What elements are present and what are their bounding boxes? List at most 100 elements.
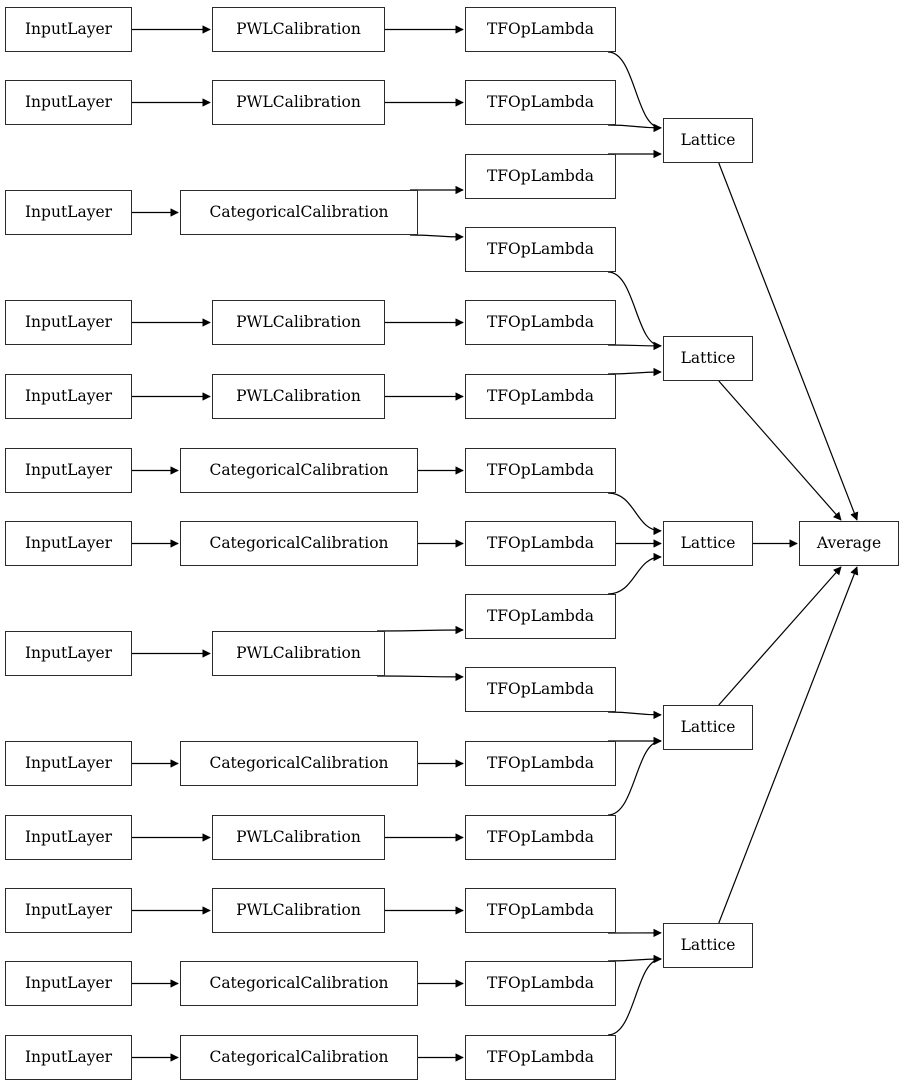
node-label: TFOpLambda <box>486 92 595 111</box>
node-input-layer-in12[interactable]: InputLayer <box>5 961 132 1006</box>
node-label: InputLayer <box>24 827 113 846</box>
node-label: TFOpLambda <box>486 239 595 258</box>
edge-op15-to-lat5 <box>607 954 662 1036</box>
node-label: TFOpLambda <box>486 679 595 698</box>
node-label: InputLayer <box>24 900 113 919</box>
node-input-layer-in8[interactable]: InputLayer <box>5 631 132 676</box>
node-label: CategoricalCalibration <box>209 1047 389 1066</box>
node-categorical-calibration-cal12[interactable]: CategoricalCalibration <box>180 961 418 1006</box>
node-label: TFOpLambda <box>486 1047 595 1066</box>
node-label: Lattice <box>680 717 736 736</box>
node-pwl-calibration-cal11[interactable]: PWLCalibration <box>212 888 385 933</box>
node-tfop-lambda-op3[interactable]: TFOpLambda <box>465 154 616 199</box>
edge-op5-to-lat2 <box>607 341 662 351</box>
node-tfop-lambda-op4[interactable]: TFOpLambda <box>465 227 616 272</box>
node-label: CategoricalCalibration <box>209 973 389 992</box>
node-lattice-lat2[interactable]: Lattice <box>663 336 753 381</box>
edge-op6-to-lat2 <box>607 367 662 377</box>
node-categorical-calibration-cal13[interactable]: CategoricalCalibration <box>180 1035 418 1080</box>
node-pwl-calibration-cal10[interactable]: PWLCalibration <box>212 815 385 860</box>
node-input-layer-in5[interactable]: InputLayer <box>5 374 132 419</box>
node-average-avg[interactable]: Average <box>799 521 899 566</box>
node-input-layer-in11[interactable]: InputLayer <box>5 888 132 933</box>
node-label: PWLCalibration <box>236 312 361 331</box>
node-lattice-lat4[interactable]: Lattice <box>663 705 753 750</box>
node-tfop-lambda-op10[interactable]: TFOpLambda <box>465 667 616 712</box>
node-label: TFOpLambda <box>486 900 595 919</box>
node-label: InputLayer <box>24 753 113 772</box>
edge-lat1-to-avg <box>718 162 859 521</box>
node-label: InputLayer <box>24 533 113 552</box>
node-input-layer-in3[interactable]: InputLayer <box>5 190 132 235</box>
node-label: TFOpLambda <box>486 753 595 772</box>
node-label: InputLayer <box>24 312 113 331</box>
node-label: Lattice <box>680 348 736 367</box>
node-tfop-lambda-op6[interactable]: TFOpLambda <box>465 374 616 419</box>
node-input-layer-in7[interactable]: InputLayer <box>5 521 132 566</box>
node-lattice-lat1[interactable]: Lattice <box>663 118 753 163</box>
node-label: InputLayer <box>24 1047 113 1066</box>
node-input-layer-in1[interactable]: InputLayer <box>5 7 132 52</box>
node-label: PWLCalibration <box>236 900 361 919</box>
node-label: TFOpLambda <box>486 386 595 405</box>
edge-lat4-to-avg <box>718 566 842 706</box>
node-label: PWLCalibration <box>236 19 361 38</box>
edge-cal8-to-op9 <box>376 625 464 635</box>
node-tfop-lambda-op1[interactable]: TFOpLambda <box>465 7 616 52</box>
node-label: InputLayer <box>24 92 113 111</box>
node-label: PWLCalibration <box>236 92 361 111</box>
node-tfop-lambda-op14[interactable]: TFOpLambda <box>465 961 616 1006</box>
node-label: TFOpLambda <box>486 460 595 479</box>
node-label: TFOpLambda <box>486 606 595 625</box>
node-label: Average <box>816 533 882 552</box>
edge-op2-to-lat1 <box>607 123 662 133</box>
node-tfop-lambda-op9[interactable]: TFOpLambda <box>465 594 616 639</box>
node-label: TFOpLambda <box>486 827 595 846</box>
node-label: Lattice <box>680 533 736 552</box>
edge-cal3-to-op4 <box>409 232 464 242</box>
node-label: TFOpLambda <box>486 312 595 331</box>
node-categorical-calibration-cal3[interactable]: CategoricalCalibration <box>180 190 418 235</box>
node-pwl-calibration-cal4[interactable]: PWLCalibration <box>212 300 385 345</box>
node-categorical-calibration-cal7[interactable]: CategoricalCalibration <box>180 521 418 566</box>
node-pwl-calibration-cal1[interactable]: PWLCalibration <box>212 7 385 52</box>
edge-cal8-to-op10 <box>376 672 464 682</box>
edge-lat5-to-avg <box>718 566 859 924</box>
node-tfop-lambda-op7[interactable]: TFOpLambda <box>465 448 616 493</box>
node-input-layer-in4[interactable]: InputLayer <box>5 300 132 345</box>
node-tfop-lambda-op12[interactable]: TFOpLambda <box>465 815 616 860</box>
node-lattice-lat5[interactable]: Lattice <box>663 923 753 968</box>
node-categorical-calibration-cal6[interactable]: CategoricalCalibration <box>180 448 418 493</box>
node-input-layer-in13[interactable]: InputLayer <box>5 1035 132 1080</box>
node-lattice-lat3[interactable]: Lattice <box>663 521 753 566</box>
node-input-layer-in2[interactable]: InputLayer <box>5 80 132 125</box>
node-label: Lattice <box>680 130 736 149</box>
node-categorical-calibration-cal9[interactable]: CategoricalCalibration <box>180 741 418 786</box>
node-tfop-lambda-op11[interactable]: TFOpLambda <box>465 741 616 786</box>
node-tfop-lambda-op15[interactable]: TFOpLambda <box>465 1035 616 1080</box>
node-pwl-calibration-cal8[interactable]: PWLCalibration <box>212 631 385 676</box>
node-input-layer-in9[interactable]: InputLayer <box>5 741 132 786</box>
node-label: InputLayer <box>24 643 113 662</box>
node-input-layer-in6[interactable]: InputLayer <box>5 448 132 493</box>
node-tfop-lambda-op2[interactable]: TFOpLambda <box>465 80 616 125</box>
node-pwl-calibration-cal2[interactable]: PWLCalibration <box>212 80 385 125</box>
node-label: CategoricalCalibration <box>209 533 389 552</box>
edge-op9-to-lat3 <box>607 552 662 595</box>
node-label: CategoricalCalibration <box>209 753 389 772</box>
node-label: Lattice <box>680 935 736 954</box>
node-label: PWLCalibration <box>236 827 361 846</box>
node-label: TFOpLambda <box>486 166 595 185</box>
edge-lat2-to-avg <box>718 380 842 521</box>
node-label: InputLayer <box>24 19 113 38</box>
node-label: PWLCalibration <box>236 386 361 405</box>
node-input-layer-in10[interactable]: InputLayer <box>5 815 132 860</box>
node-tfop-lambda-op5[interactable]: TFOpLambda <box>465 300 616 345</box>
node-label: TFOpLambda <box>486 19 595 38</box>
node-tfop-lambda-op8[interactable]: TFOpLambda <box>465 521 616 566</box>
node-tfop-lambda-op13[interactable]: TFOpLambda <box>465 888 616 933</box>
node-pwl-calibration-cal5[interactable]: PWLCalibration <box>212 374 385 419</box>
node-label: InputLayer <box>24 460 113 479</box>
